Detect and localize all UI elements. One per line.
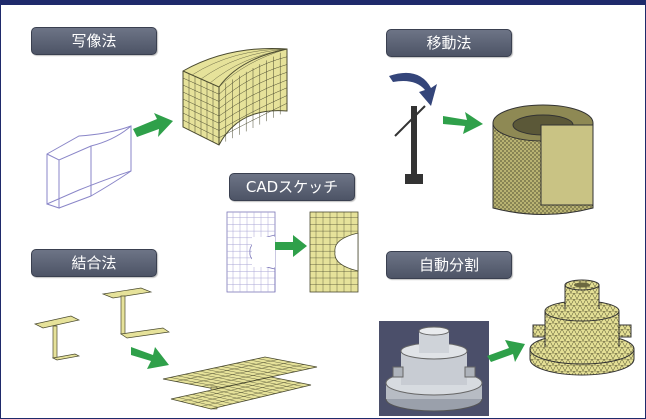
cad-sketch-wireframe: [226, 211, 276, 293]
auto-split-cad-model: [379, 321, 489, 416]
label-mapping: 写像法: [31, 27, 157, 55]
label-auto-split: 自動分割: [386, 251, 512, 279]
mapping-wireframe: [39, 116, 139, 211]
label-moving: 移動法: [386, 29, 512, 57]
auto-split-tet-mesh: [523, 269, 641, 387]
moving-profile: [379, 66, 439, 191]
rotate-arrow-icon: [389, 72, 437, 106]
right-arrow-icon: [441, 106, 485, 136]
label-combining: 結合法: [31, 249, 157, 277]
right-arrow-icon: [129, 343, 173, 373]
moving-mesh-cylinder: [483, 83, 603, 223]
mapping-mesh-block: [179, 41, 291, 153]
label-cad-sketch: CADスケッチ: [229, 173, 355, 201]
cad-sketch-mesh: [309, 211, 359, 293]
right-arrow-icon: [485, 336, 529, 366]
combining-parts: [31, 286, 181, 366]
top-border: [1, 1, 645, 5]
right-arrow-icon: [131, 111, 175, 141]
combining-mesh: [161, 353, 321, 415]
right-arrow-icon: [273, 233, 309, 259]
